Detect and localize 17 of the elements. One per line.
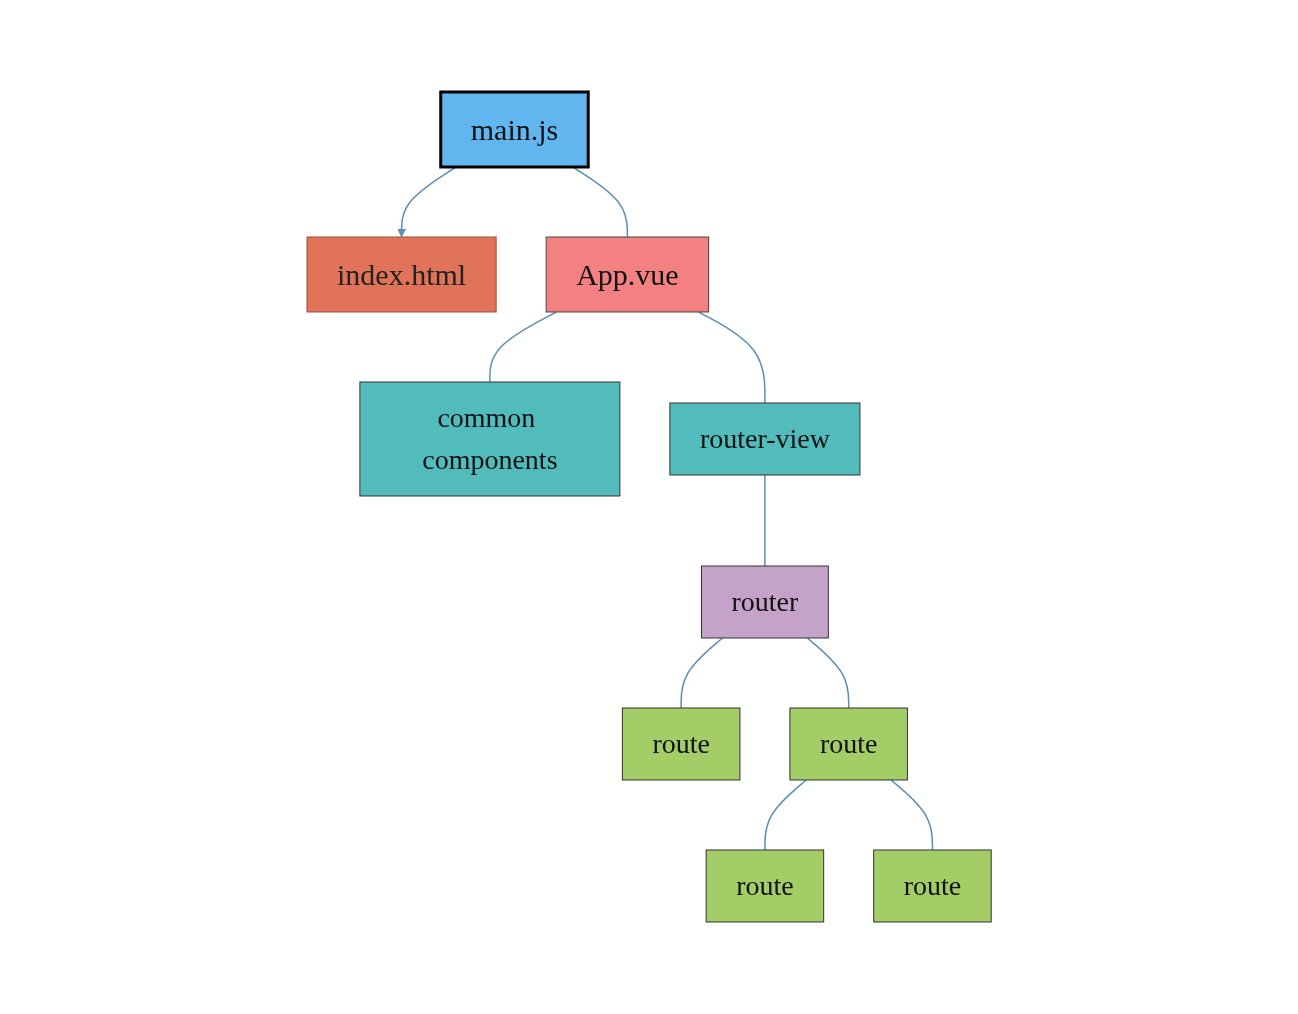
node-box: App.vue — [545, 236, 710, 313]
node-box: index.html — [306, 236, 497, 313]
node-box: route — [705, 849, 825, 923]
connector — [764, 474, 766, 567]
connector — [489, 311, 557, 383]
connector — [764, 779, 807, 851]
connector — [890, 779, 934, 851]
connector — [680, 637, 724, 709]
node-box: router-view — [669, 402, 861, 476]
node-box: common components — [359, 381, 621, 497]
node-box: main.js — [439, 90, 590, 169]
node-box: router — [700, 565, 829, 639]
node-box: route — [789, 707, 908, 781]
node-box: route — [873, 849, 992, 923]
node-box: route — [621, 707, 741, 781]
connector — [806, 637, 850, 709]
connector — [697, 311, 766, 404]
